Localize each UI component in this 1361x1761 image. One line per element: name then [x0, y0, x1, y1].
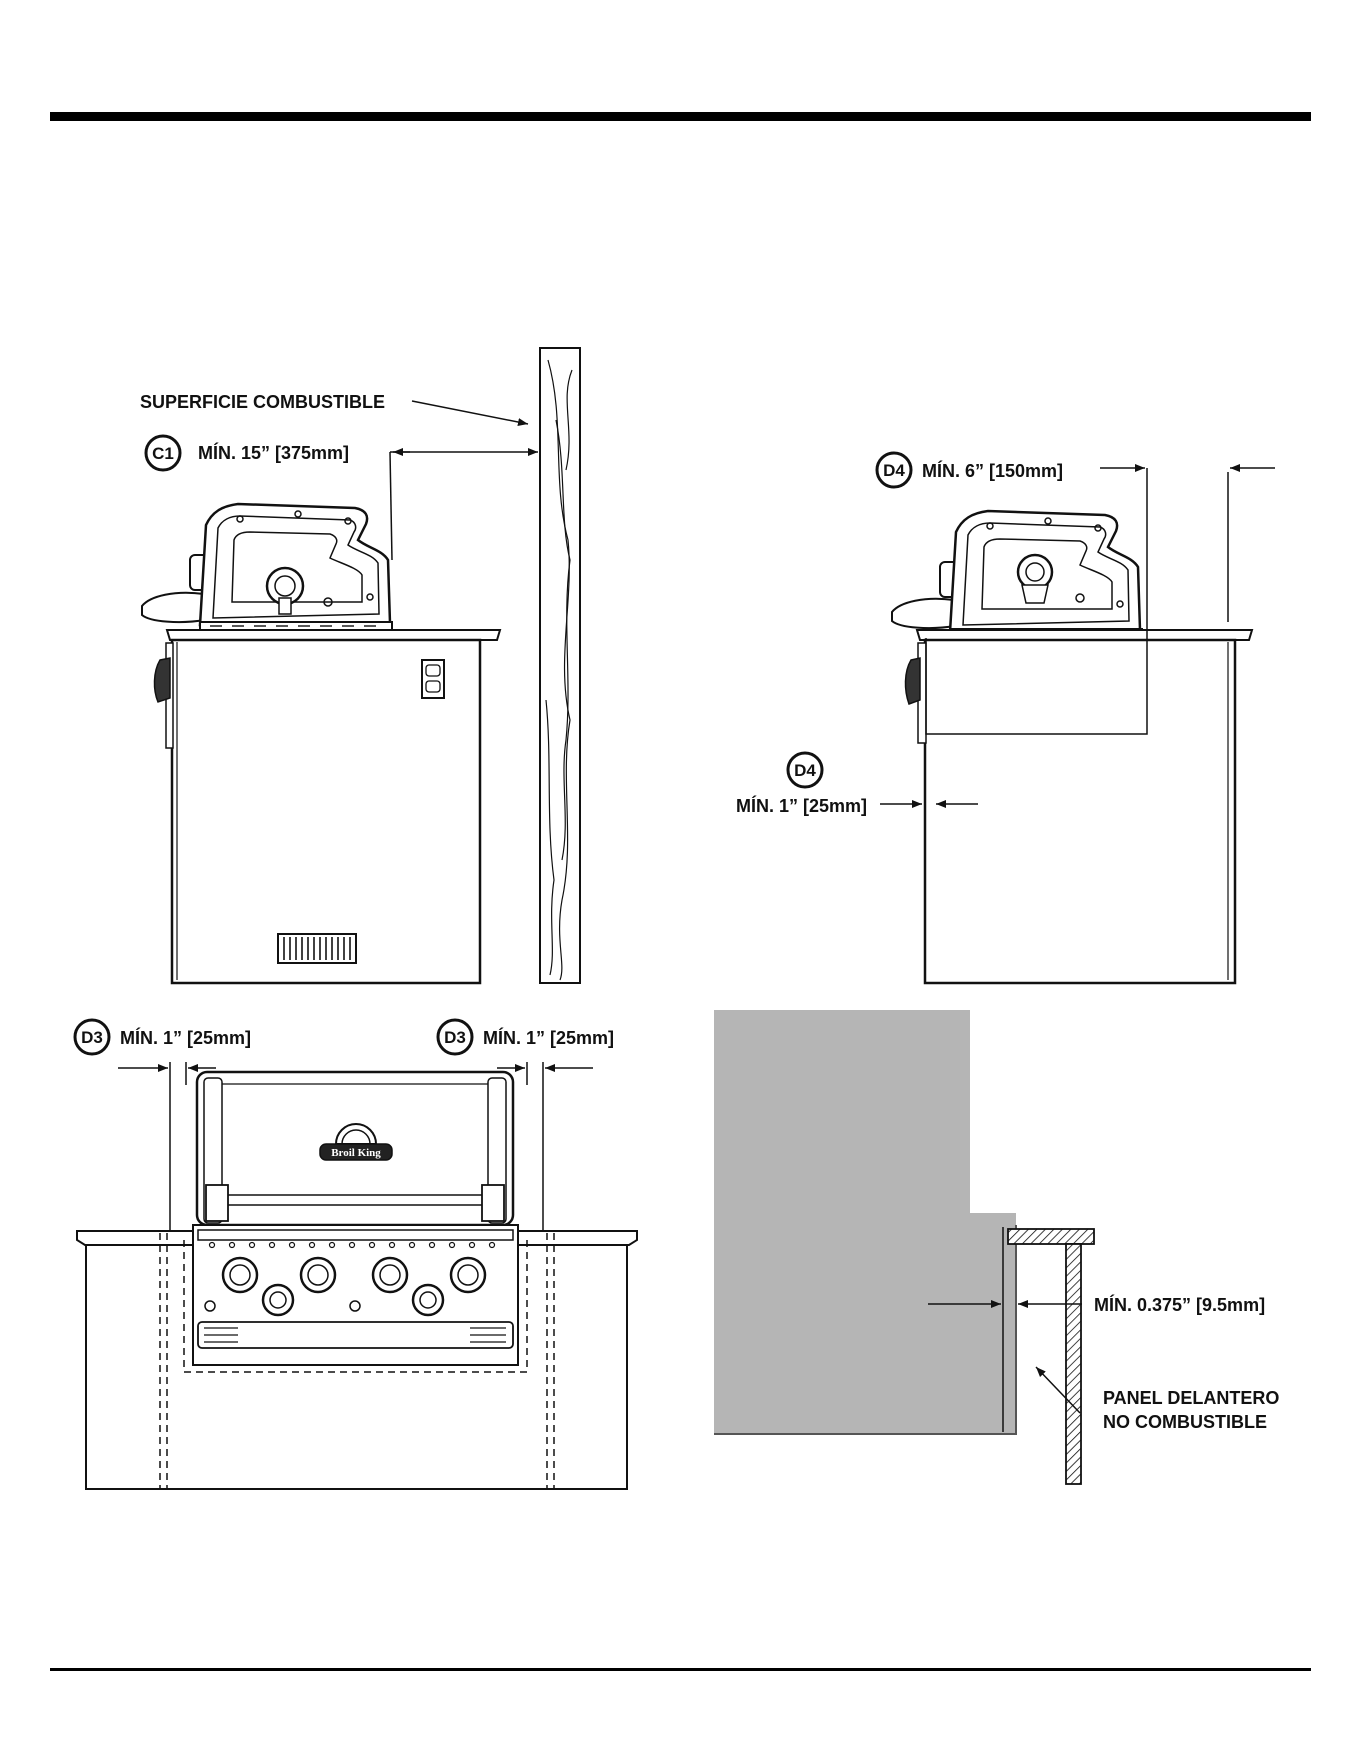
countertop-section — [1008, 1229, 1094, 1244]
side-view-lid-clearance: D4 MÍN. 6” [150mm] D4 MÍN. 1” [25mm] — [736, 453, 1275, 983]
side-view-combustible: SUPERFICIE COMBUSTIBLE C1 MÍN. 15” [375m… — [140, 348, 580, 983]
extension-line-c1 — [390, 452, 392, 560]
front-view-island: Broil King — [75, 1020, 637, 1489]
grill-head-side — [142, 504, 392, 630]
badge-d4-top-text: D4 — [883, 461, 905, 480]
grill-section-fill — [714, 1010, 1016, 1434]
label-panel-line1: PANEL DELANTERO — [1103, 1388, 1279, 1408]
badge-d4-side-text: D4 — [794, 761, 816, 780]
leader-combustible — [412, 401, 528, 424]
grill-head-side-2 — [892, 511, 1142, 637]
combustible-wall — [540, 348, 580, 983]
footer-rule — [50, 1668, 1311, 1671]
badge-d3-left-text: D3 — [81, 1028, 103, 1047]
badge-c1-text: C1 — [152, 444, 174, 463]
logo-text: Broil King — [331, 1147, 381, 1159]
label-d3-left-min: MÍN. 1” [25mm] — [120, 1027, 251, 1048]
label-c1-min: MÍN. 15” [375mm] — [198, 442, 349, 463]
label-gap-min: MÍN. 0.375” [9.5mm] — [1094, 1294, 1265, 1315]
grill-head-front: Broil King — [193, 1072, 518, 1365]
label-superficie-combustible: SUPERFICIE COMBUSTIBLE — [140, 392, 385, 412]
badge-d3-right-text: D3 — [444, 1028, 466, 1047]
island-side — [154, 630, 500, 983]
label-panel-line2: NO COMBUSTIBLE — [1103, 1412, 1267, 1432]
front-panel-section — [1066, 1244, 1081, 1484]
label-d4-top-min: MÍN. 6” [150mm] — [922, 460, 1063, 481]
label-d3-right-min: MÍN. 1” [25mm] — [483, 1027, 614, 1048]
label-d4-side-min: MÍN. 1” [25mm] — [736, 795, 867, 816]
header-rule — [50, 112, 1311, 121]
section-front-panel: MÍN. 0.375” [9.5mm] PANEL DELANTERO NO C… — [714, 1010, 1279, 1484]
